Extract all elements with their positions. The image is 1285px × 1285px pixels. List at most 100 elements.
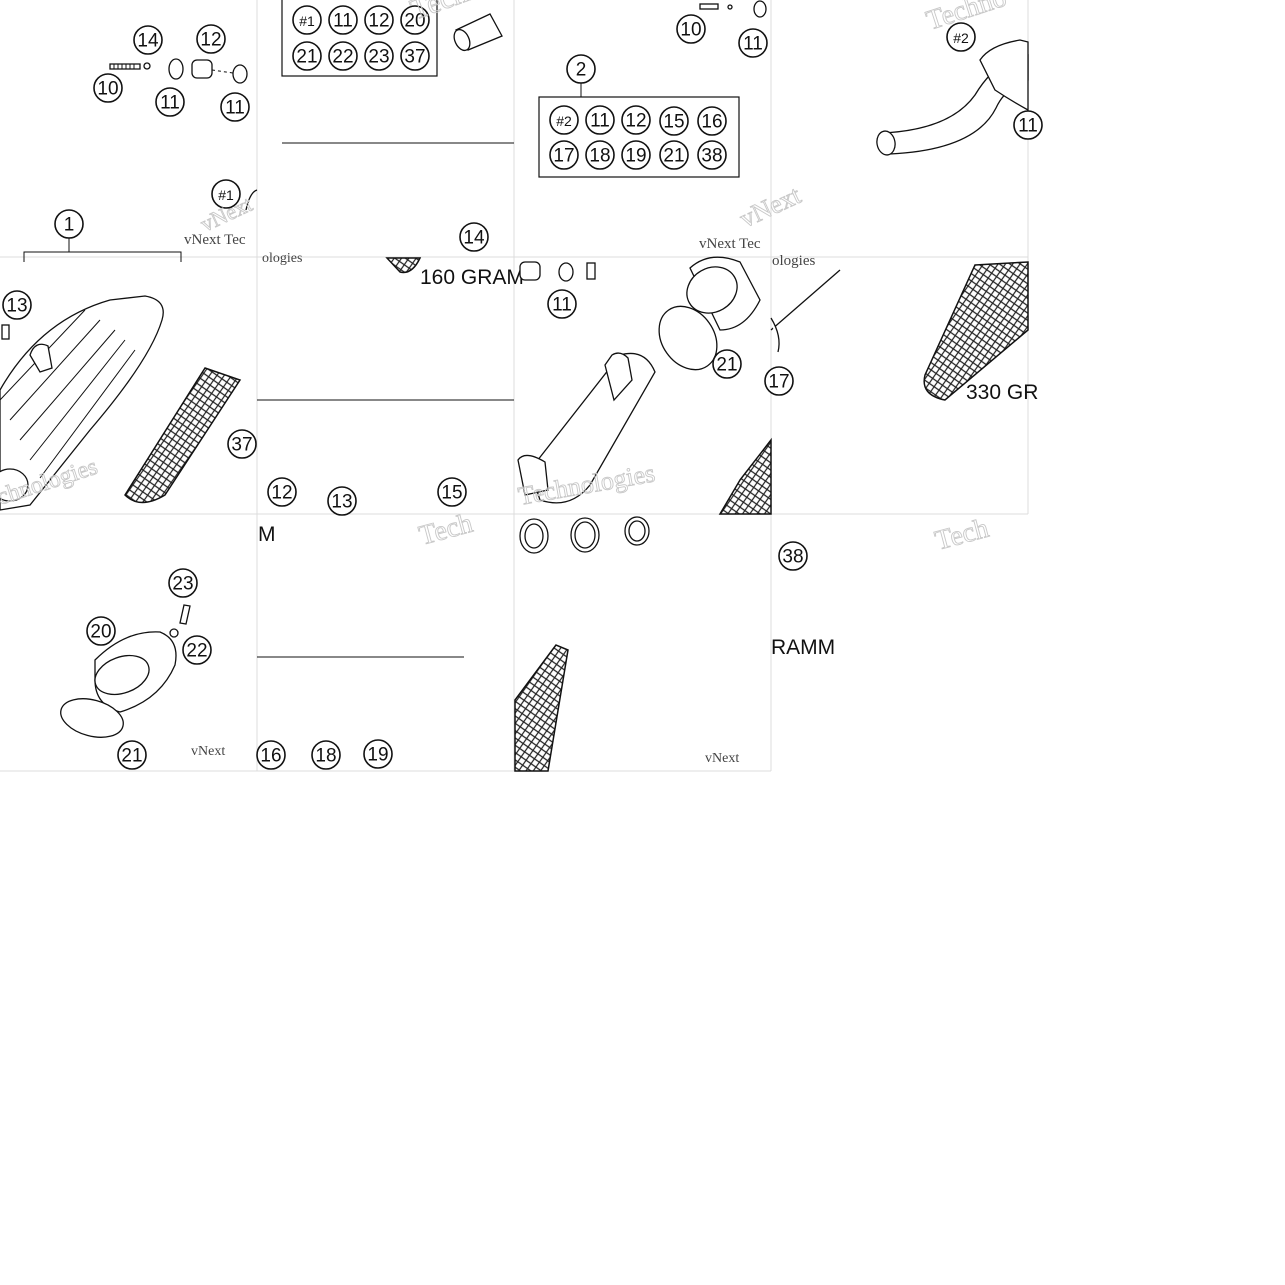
box2-item: 11 bbox=[585, 105, 615, 135]
svg-text:#1: #1 bbox=[218, 187, 234, 203]
bushing-11-right bbox=[232, 64, 248, 84]
svg-text:37: 37 bbox=[231, 435, 252, 456]
packing-38 bbox=[923, 261, 1029, 401]
box2-item: 16 bbox=[697, 106, 727, 136]
muffler-edge bbox=[245, 189, 258, 211]
svg-text:12: 12 bbox=[200, 30, 221, 51]
packing-weight-330: 330 GR bbox=[966, 381, 1038, 404]
gasket-21 bbox=[60, 698, 124, 738]
bushing-11-left bbox=[168, 58, 184, 80]
callout-12: 12 bbox=[267, 477, 297, 507]
svg-text:11: 11 bbox=[225, 98, 245, 119]
svg-text:15: 15 bbox=[441, 483, 462, 504]
box2-item: 21 bbox=[659, 140, 689, 170]
clip-13 bbox=[1, 324, 10, 340]
muffler-body bbox=[0, 295, 164, 511]
svg-text:23: 23 bbox=[368, 47, 389, 68]
callout-17: 17 bbox=[764, 366, 794, 396]
callout-13: 13 bbox=[2, 290, 32, 320]
svg-text:16: 16 bbox=[701, 112, 722, 133]
leader-line bbox=[770, 269, 841, 331]
box2-item: #2 bbox=[549, 105, 579, 135]
svg-text:10: 10 bbox=[97, 79, 118, 100]
callout-11: 11 bbox=[155, 87, 185, 117]
svg-text:10: 10 bbox=[680, 20, 701, 41]
svg-text:17: 17 bbox=[553, 146, 574, 167]
watermark-ologies: ologies bbox=[772, 253, 815, 269]
packing-fragment bbox=[514, 644, 569, 772]
end-cap-20 bbox=[94, 631, 177, 713]
svg-text:38: 38 bbox=[701, 146, 722, 167]
svg-text:15: 15 bbox=[663, 112, 684, 133]
svg-text:12: 12 bbox=[368, 11, 389, 32]
header-pipe bbox=[876, 39, 1029, 156]
callout-21: 21 bbox=[117, 740, 147, 770]
gasket-edge bbox=[770, 317, 780, 353]
svg-text:11: 11 bbox=[590, 111, 610, 132]
washer-22 bbox=[169, 628, 179, 638]
svg-text:#1: #1 bbox=[299, 13, 315, 29]
box1-item: #1 bbox=[292, 5, 322, 35]
svg-text:13: 13 bbox=[6, 296, 27, 317]
callout-19: 19 bbox=[363, 739, 393, 769]
callout-38: 38 bbox=[778, 541, 808, 571]
box2-item: 18 bbox=[585, 140, 615, 170]
watermark-ologies: ologies bbox=[262, 251, 302, 266]
watermark-vnext: vNext bbox=[191, 744, 225, 759]
svg-text:1: 1 bbox=[64, 215, 75, 236]
weight-fragment: RAMM bbox=[771, 636, 835, 659]
grommet-12 bbox=[191, 59, 213, 79]
callout-16: 16 bbox=[256, 740, 286, 770]
svg-text:21: 21 bbox=[663, 146, 684, 167]
callout-20: 20 bbox=[86, 616, 116, 646]
callout-10: 10 bbox=[676, 14, 706, 44]
box2-item: 12 bbox=[621, 105, 651, 135]
watermark-vnext: vNext bbox=[705, 751, 739, 766]
callout-set-1: 1 bbox=[54, 209, 84, 239]
svg-text:11: 11 bbox=[1018, 116, 1038, 137]
hardware-group-top-center bbox=[699, 0, 767, 18]
svg-text:11: 11 bbox=[160, 93, 180, 114]
svg-text:#2: #2 bbox=[953, 30, 969, 46]
box1-item: 21 bbox=[292, 41, 322, 71]
svg-text:19: 19 bbox=[625, 146, 646, 167]
box1-item: 12 bbox=[364, 5, 394, 35]
washer-14 bbox=[143, 62, 151, 70]
box1-item: 22 bbox=[328, 41, 358, 71]
svg-text:22: 22 bbox=[186, 641, 207, 662]
callout-set-2: 2 bbox=[566, 54, 596, 84]
svg-text:14: 14 bbox=[137, 31, 159, 52]
ring-set bbox=[519, 516, 650, 554]
end-cap-2 bbox=[686, 256, 761, 331]
box1-item: 11 bbox=[328, 5, 358, 35]
box1-item: 20 bbox=[400, 5, 430, 35]
svg-text:11: 11 bbox=[552, 295, 572, 316]
muffler-body-2 bbox=[517, 352, 656, 504]
box2-item: 19 bbox=[621, 140, 651, 170]
bolt-10 bbox=[699, 3, 719, 10]
svg-text:#2: #2 bbox=[556, 113, 572, 129]
svg-text:20: 20 bbox=[90, 622, 111, 643]
packing-weight-160: 160 GRAM bbox=[420, 266, 524, 289]
svg-text:11: 11 bbox=[333, 11, 353, 32]
watermark-tech: Tech bbox=[932, 513, 992, 557]
callout-15: 15 bbox=[437, 477, 467, 507]
callout-11: 11 bbox=[547, 289, 577, 319]
callout-37: 37 bbox=[227, 429, 257, 459]
screw-23 bbox=[179, 604, 191, 625]
callout-11: 11 bbox=[738, 28, 768, 58]
watermark-vnext-tec: vNext Tec bbox=[699, 236, 761, 252]
packing-fragment bbox=[718, 437, 772, 515]
svg-text:38: 38 bbox=[782, 547, 803, 568]
svg-text:18: 18 bbox=[589, 146, 610, 167]
svg-text:37: 37 bbox=[404, 47, 425, 68]
box1-item: 23 bbox=[364, 41, 394, 71]
svg-text:18: 18 bbox=[315, 746, 336, 767]
svg-text:21: 21 bbox=[296, 47, 317, 68]
svg-text:17: 17 bbox=[768, 372, 789, 393]
svg-text:21: 21 bbox=[716, 355, 737, 376]
svg-text:21: 21 bbox=[121, 746, 142, 767]
callout-21: 21 bbox=[712, 349, 742, 379]
callout-23: 23 bbox=[168, 568, 198, 598]
